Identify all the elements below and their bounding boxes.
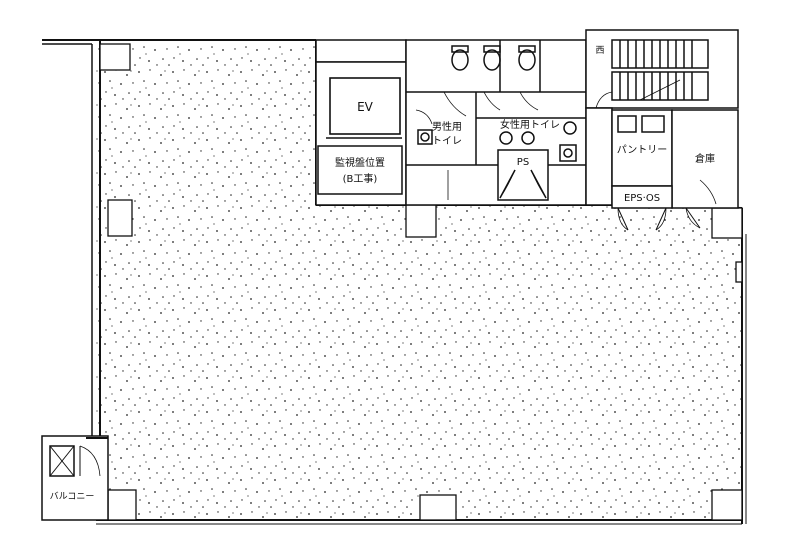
controller-note-label: (B工事)	[343, 172, 378, 185]
mens-toilet-label-2: トイレ	[432, 136, 462, 147]
storage-label: 倉庫	[695, 152, 715, 165]
balcony-label: バルコニー	[50, 491, 95, 502]
ev-label: EV	[357, 100, 374, 114]
stairwell	[585, 29, 739, 109]
stair-mark-label: 西	[595, 45, 604, 56]
service-rooms	[585, 107, 739, 231]
balcony	[41, 435, 109, 521]
eps-label: EPS·OS	[624, 193, 660, 204]
mens-toilet-label: 男性用	[432, 120, 462, 133]
controller-label: 監視盤位置	[335, 156, 385, 169]
structural-columns	[99, 43, 743, 521]
core-block	[315, 39, 587, 206]
womens-toilet-label: 女性用トイレ	[500, 118, 560, 131]
ps-label: PS	[517, 157, 529, 168]
pantry-label: パントリー	[617, 144, 668, 156]
